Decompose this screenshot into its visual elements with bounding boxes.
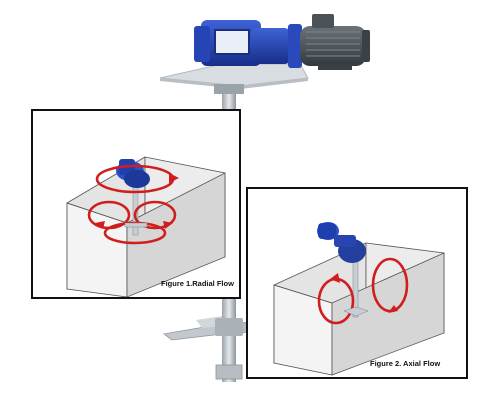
gearbox xyxy=(194,20,302,68)
shaft-foot xyxy=(215,364,243,380)
tank-side xyxy=(331,252,445,376)
figure-2-caption: Figure 2. Axial Flow xyxy=(370,359,441,368)
figure-1-caption: Figure 1.Radial Flow xyxy=(161,279,234,288)
figure-axial-flow: Figure 2. Axial Flow xyxy=(246,187,468,379)
tank-side xyxy=(126,172,226,297)
figure-radial-flow: Figure 1.Radial Flow xyxy=(31,109,241,299)
radial-flow-diagram xyxy=(66,156,226,297)
axial-flow-diagram xyxy=(273,222,445,376)
electric-motor xyxy=(300,14,370,70)
